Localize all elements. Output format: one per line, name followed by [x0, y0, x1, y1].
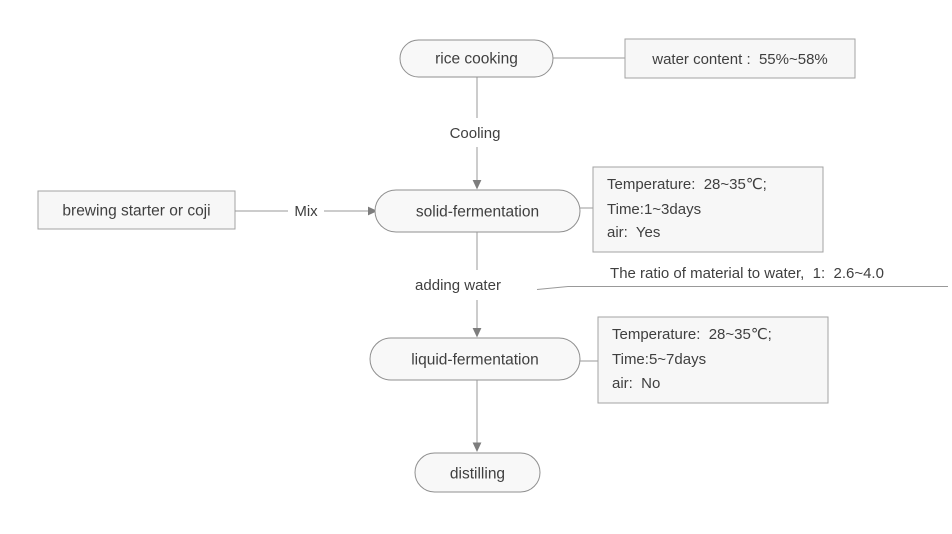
arrowhead-down-icon: [472, 442, 482, 452]
note-ratio-underline: [536, 286, 948, 290]
arrowhead-down-icon: [472, 180, 482, 190]
node-brewing-starter-shape: [37, 190, 236, 230]
note-water-content: water content : 55%~58%: [624, 38, 856, 79]
node-liquid-fermentation: liquid-fermentation: [369, 337, 581, 381]
node-rice-cooking-label: rice cooking: [435, 51, 518, 68]
edge-to-distilling: [472, 380, 482, 452]
note-liquid-params-line1: Temperature: 28~35℃;: [612, 326, 772, 343]
node-liquid-fermentation-label: liquid-fermentation: [411, 352, 539, 369]
note-liquid-params-shape: [597, 316, 829, 404]
node-brewing-starter: brewing starter or coji: [37, 190, 236, 230]
note-ratio-label: The ratio of material to water, 1: 2.6~4…: [610, 265, 884, 282]
note-ratio: The ratio of material to water, 1: 2.6~4…: [536, 265, 948, 290]
arrowhead-down-icon: [472, 328, 482, 338]
note-solid-params-shape: [592, 166, 824, 253]
note-solid-params-line1: Temperature: 28~35℃;: [607, 176, 767, 193]
arrowhead-right-icon: [368, 206, 378, 216]
note-solid-params-line3: air: Yes: [607, 224, 660, 241]
edge-cooling-label: Cooling: [450, 125, 501, 142]
node-distilling-label: distilling: [450, 466, 505, 483]
edge-adding-water-label: adding water: [415, 277, 501, 294]
note-solid-params-line2: Time:1~3days: [607, 201, 701, 218]
node-rice-cooking: rice cooking: [399, 39, 554, 78]
note-liquid-params: Temperature: 28~35℃; Time:5~7days air: N…: [597, 316, 829, 404]
note-water-content-shape: [624, 38, 856, 79]
node-solid-fermentation-label: solid-fermentation: [416, 204, 539, 221]
node-brewing-starter-label: brewing starter or coji: [62, 203, 210, 220]
edge-mix-label: Mix: [294, 203, 318, 220]
edge-adding-water: adding water: [415, 232, 501, 338]
node-distilling: distilling: [414, 452, 541, 493]
node-liquid-fermentation-shape: [369, 337, 581, 381]
note-liquid-params-line3: air: No: [612, 375, 660, 392]
note-solid-params: Temperature: 28~35℃; Time:1~3days air: Y…: [592, 166, 824, 253]
note-water-content-label: water content : 55%~58%: [651, 51, 828, 68]
node-solid-fermentation: solid-fermentation: [374, 189, 581, 233]
note-liquid-params-line2: Time:5~7days: [612, 351, 706, 368]
node-distilling-shape: [414, 452, 541, 493]
edge-cooling: Cooling: [450, 77, 501, 190]
edge-mix: Mix: [235, 203, 378, 220]
